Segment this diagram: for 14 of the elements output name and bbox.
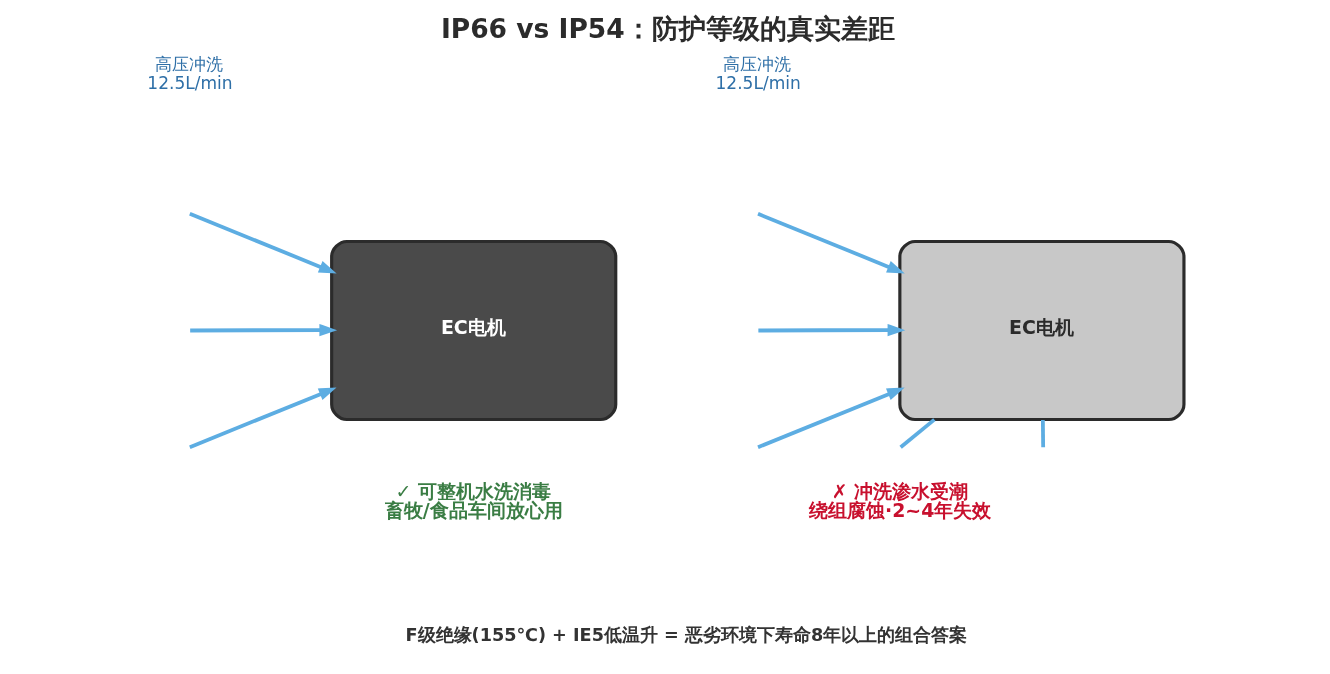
node-box: EC电机	[330, 239, 618, 422]
node-box: EC电机	[898, 239, 1186, 422]
arrow	[189, 212, 337, 274]
arrow	[757, 387, 905, 449]
arrow	[190, 323, 338, 337]
caption: F级绝缘(155℃) + IE5低温升 = 恶劣环境下寿命8年以上的组合答案	[405, 625, 968, 646]
diagram-title: IP66 vs IP54：防护等级的真实差距	[440, 13, 895, 45]
arrow	[189, 387, 337, 449]
connector	[899, 418, 936, 449]
connector	[1040, 419, 1046, 448]
arrow	[757, 212, 905, 274]
label: 高压冲洗 12.5L/min	[715, 53, 801, 93]
label: 高压冲洗 12.5L/min	[147, 53, 233, 93]
arrow	[758, 323, 906, 337]
